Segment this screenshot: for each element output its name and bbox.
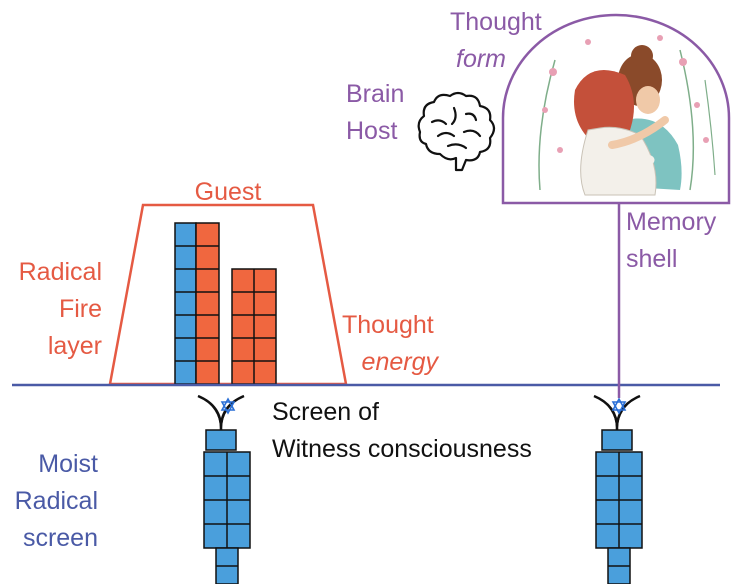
memory-shell-label-line1: Memory	[626, 208, 717, 236]
guest-label: Guest	[194, 178, 262, 206]
radical-fire-label-line2: Fire	[58, 295, 102, 323]
witness-symbol-left	[197, 394, 245, 433]
thought-form-label-line2: form	[456, 45, 506, 73]
brain-icon	[417, 91, 496, 172]
memory-shell-label-line2: shell	[626, 245, 678, 273]
moist-stack-right	[595, 429, 643, 584]
thought-form-label-line1: Thought	[450, 8, 542, 36]
memory-shell-dome	[501, 13, 731, 205]
hugging-women-illustration	[538, 35, 716, 196]
guest-orange-block	[231, 268, 277, 385]
moist-radical-screen-label-line2: Radical	[14, 487, 98, 515]
moist-radical-screen-label-line3: screen	[22, 524, 98, 552]
thought-energy-label-line1: Thought	[342, 311, 434, 339]
brain-host-label-line1: Brain	[346, 80, 405, 108]
radical-fire-label-line3: layer	[47, 332, 102, 360]
guest-orange-column	[195, 222, 220, 385]
star-of-david-icon-left	[220, 397, 236, 415]
screen-label-line1: Screen of	[272, 398, 380, 426]
moist-radical-screen-label-line1: Moist	[38, 450, 98, 478]
radical-fire-label-line1: Radical	[18, 258, 102, 286]
screen-label-line2: Witness consciousness	[272, 435, 532, 463]
thought-energy-label-line2: energy	[361, 348, 438, 376]
guest-blue-column	[174, 222, 197, 385]
guest-trapezoid	[108, 203, 348, 386]
star-of-david-icon-right	[611, 397, 627, 415]
witness-symbol-right	[593, 394, 641, 433]
moist-stack-left	[203, 429, 251, 584]
brain-host-label-line2: Host	[346, 117, 398, 145]
